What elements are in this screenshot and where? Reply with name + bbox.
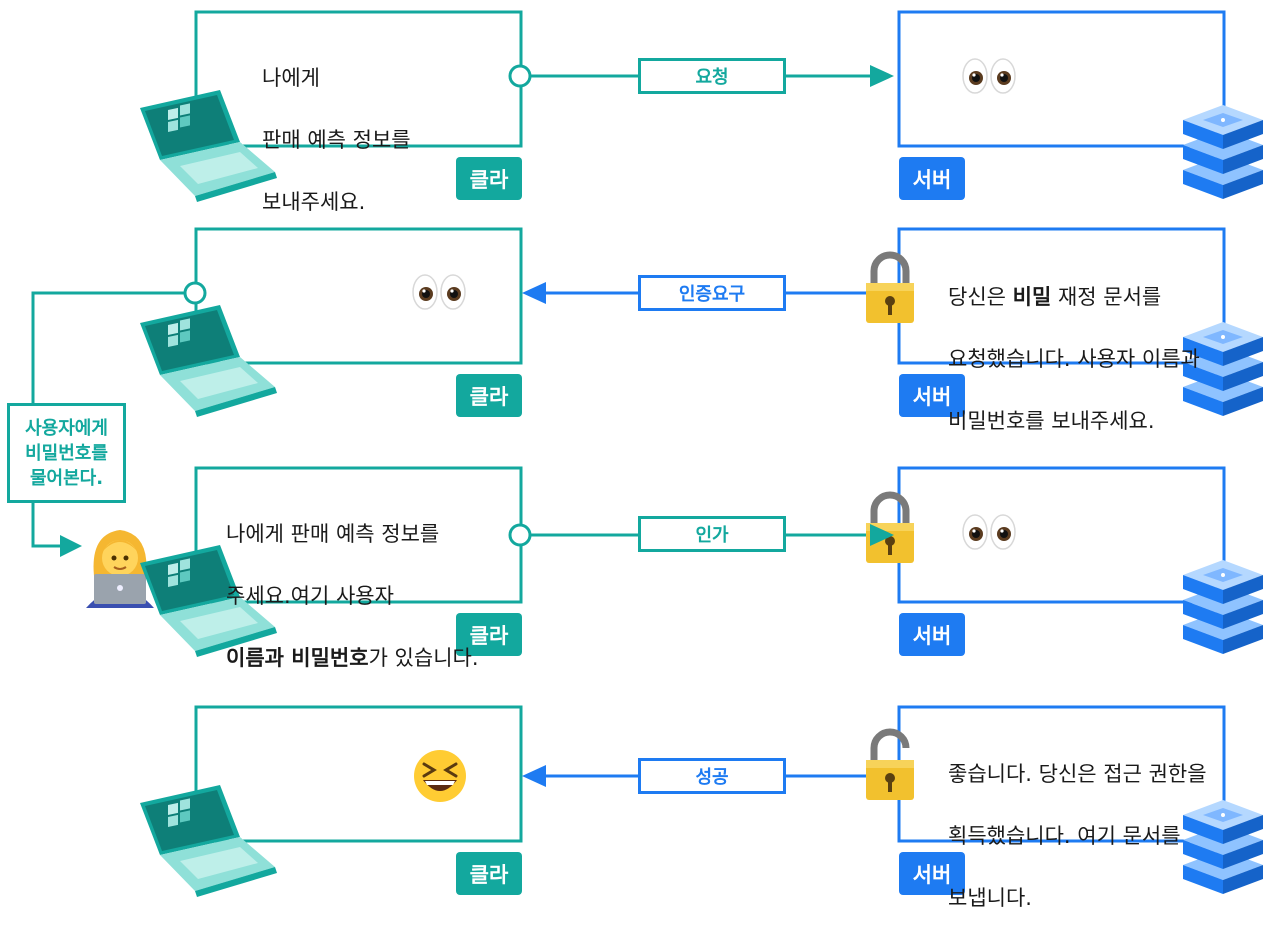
msg-bold: 이름과 비밀번호	[226, 646, 369, 670]
msg-line: 주세요.여기 사용자	[226, 584, 394, 608]
msg-line: 보내주세요.	[262, 190, 366, 214]
server-auth-message: 당신은 비밀 재정 문서를 요청했습니다. 사용자 이름과 비밀번호를 보내주세…	[948, 251, 1200, 468]
msg-line: 이름과 비밀번호가 있습니다.	[226, 643, 479, 674]
side-note-ask-password: 사용자에게 비밀번호를 물어본다.	[7, 403, 126, 503]
client-tag: 클라	[456, 613, 522, 656]
client-box-auth	[194, 227, 523, 365]
auth-required-label: 인증요구	[638, 275, 786, 311]
side-note-line2: 비밀번호를	[25, 443, 108, 464]
request-arrowhead	[870, 65, 894, 87]
msg-line: 비밀번호를 보내주세요.	[948, 409, 1155, 433]
msg-line: 좋습니다. 당신은 접근 권한을	[948, 762, 1207, 786]
msg-span: 재정 문서를	[1051, 285, 1162, 309]
msg-line: 판매 예측 정보를	[262, 128, 411, 152]
client-credentials-message: 나에게 판매 예측 정보를 주세요.여기 사용자 이름과 비밀번호가 있습니다.	[226, 488, 479, 705]
server-box-success	[897, 705, 1226, 843]
client-box-request	[194, 10, 523, 148]
auth-required-arrowhead	[522, 282, 546, 304]
msg-bold: 비밀	[1012, 285, 1052, 309]
request-label: 요청	[638, 58, 786, 94]
msg-line: 나에게	[262, 66, 320, 90]
server-box-authz	[897, 466, 1226, 604]
client-request-message: 나에게 판매 예측 정보를 보내주세요.	[262, 32, 411, 249]
authz-origin-dot	[508, 523, 532, 547]
authorization-label: 인가	[638, 516, 786, 552]
server-tag: 서버	[899, 613, 965, 656]
msg-line: 나에게 판매 예측 정보를	[226, 522, 440, 546]
msg-span: 당신은	[948, 285, 1013, 309]
success-label: 성공	[638, 758, 786, 794]
side-return-arrowhead	[60, 535, 82, 557]
side-note-line3: 물어본다.	[29, 468, 104, 489]
woman-technologist-icon	[86, 530, 154, 608]
client-tag: 클라	[456, 852, 522, 895]
server-stack-icon	[1183, 560, 1263, 654]
server-box-request	[897, 10, 1226, 148]
lock-icon	[866, 255, 914, 323]
side-branch-line	[31, 291, 186, 403]
msg-line: 요청했습니다. 사용자 이름과	[948, 347, 1200, 371]
side-note-line1: 사용자에게	[25, 418, 108, 439]
msg-line: 당신은 비밀 재정 문서를	[948, 282, 1200, 313]
request-origin-dot	[508, 64, 532, 88]
server-stack-icon	[1183, 105, 1263, 199]
server-tag: 서버	[899, 157, 965, 200]
server-box-auth	[897, 227, 1226, 365]
unlocked-lock-icon	[866, 732, 914, 800]
grinning-squinting-face-icon	[414, 750, 466, 802]
side-return-line	[31, 503, 62, 548]
client-box-success	[194, 705, 523, 843]
client-tag: 클라	[456, 374, 522, 417]
server-tag: 서버	[899, 374, 965, 417]
auth-branch-dot	[183, 281, 207, 305]
success-arrowhead	[522, 765, 546, 787]
msg-line: 보냅니다.	[948, 886, 1032, 910]
msg-span: 가 있습니다.	[368, 646, 479, 670]
client-tag: 클라	[456, 157, 522, 200]
msg-line: 획득했습니다. 여기 문서를	[948, 824, 1181, 848]
server-tag: 서버	[899, 852, 965, 895]
client-box-authz	[194, 466, 523, 604]
authorization-arrowhead	[870, 524, 894, 546]
server-success-message: 좋습니다. 당신은 접근 권한을 획득했습니다. 여기 문서를 보냅니다.	[948, 728, 1207, 945]
